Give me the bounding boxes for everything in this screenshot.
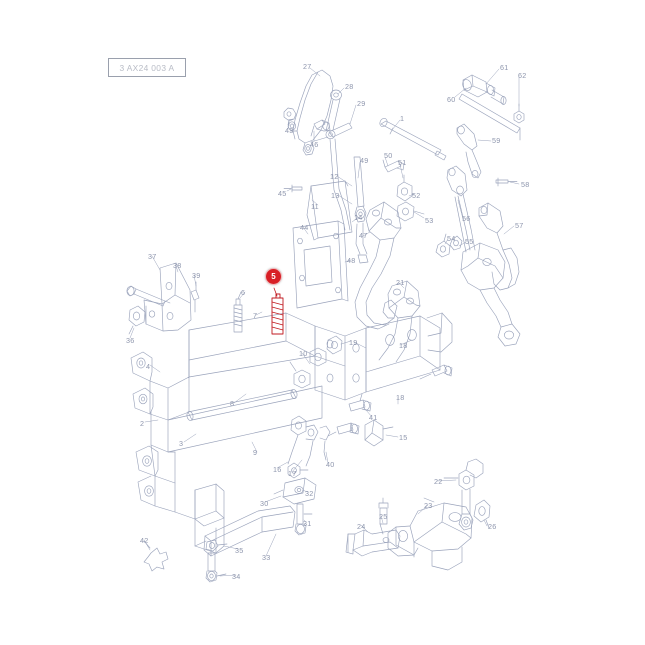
callout-number: 38	[173, 261, 182, 270]
callout-number: 3	[179, 439, 184, 448]
callout-number: 14	[354, 213, 363, 222]
fasteners-50-53	[382, 159, 425, 222]
callout-number: 30	[260, 499, 269, 508]
callout-number: 61	[500, 63, 509, 72]
callout-number: 59	[492, 136, 501, 145]
callout-number: 53	[425, 216, 434, 225]
upper-right-fitting	[458, 74, 525, 141]
callout-number: 52	[412, 191, 421, 200]
highlighted-part-5	[271, 293, 284, 335]
callout-number: 2	[140, 419, 145, 428]
callout-number: 17	[288, 469, 297, 478]
left-bracket-assembly	[126, 262, 200, 335]
bottom-right-assembly	[345, 458, 491, 571]
callout-number: 50	[384, 151, 393, 160]
center-lower-fasteners	[287, 335, 352, 467]
part-number-label-box: 3 AX24 003 A	[108, 58, 186, 77]
far-right-hook	[478, 202, 520, 291]
callout-number: 51	[398, 158, 407, 167]
bottom-drawbar	[143, 462, 317, 583]
callout-number: 37	[148, 252, 157, 261]
callout-number: 35	[235, 546, 244, 555]
callout-number: 1	[400, 114, 405, 123]
callout-number: 24	[357, 522, 366, 531]
callout-number: 60	[447, 95, 456, 104]
callout-number: 40	[326, 460, 335, 469]
callout-number: 34	[232, 572, 241, 581]
callout-number: 33	[262, 553, 271, 562]
callout-number: 22	[434, 477, 443, 486]
callout-number: 49	[360, 156, 369, 165]
center-plate-44	[292, 220, 349, 309]
callout-number: 55	[465, 237, 474, 246]
callout-number: 41	[369, 413, 378, 422]
callout-number: 4	[146, 362, 151, 371]
callout-number: 31	[303, 519, 312, 528]
callout-number: 39	[192, 271, 201, 280]
callout-number: 11	[311, 202, 319, 211]
callout-number: 23	[424, 501, 433, 510]
highlight-badge-number: 5	[271, 271, 276, 281]
callout-number: 42	[140, 536, 149, 545]
callout-number: 62	[518, 71, 527, 80]
upper-left-lever-assembly	[287, 69, 353, 231]
callout-number: 46	[310, 140, 319, 149]
callout-number: 56	[462, 214, 471, 223]
callout-number: 21	[396, 278, 405, 287]
leader-lines	[129, 67, 520, 577]
right-link-59	[456, 123, 482, 179]
callout-number: 54	[447, 234, 456, 243]
callout-number: 6	[241, 288, 246, 297]
callout-number: 32	[305, 489, 314, 498]
callout-number: 28	[345, 82, 354, 91]
callout-number: 29	[357, 99, 366, 108]
callout-number: 13	[331, 191, 340, 200]
rod-49	[353, 156, 369, 264]
callout-number: 19	[349, 338, 358, 347]
callout-number: 18	[396, 393, 405, 402]
right-frame-tower	[314, 280, 453, 447]
callout-number: 58	[521, 180, 530, 189]
part-number-text: 3 AX24 003 A	[119, 62, 175, 73]
callout-number: 57	[515, 221, 524, 230]
callout-number: 16	[273, 465, 282, 474]
callout-number: 12	[330, 172, 339, 181]
callout-number: 27	[303, 62, 312, 71]
callout-number: 44	[300, 223, 309, 232]
callout-number: 10	[299, 349, 308, 358]
callout-number: 9	[253, 448, 258, 457]
spring-part-6	[233, 291, 243, 333]
callout-number: 25	[379, 512, 388, 521]
callout-number: 36	[126, 336, 135, 345]
callout-number: 43	[285, 126, 294, 135]
callout-number: 18	[399, 341, 408, 350]
callout-number: 48	[347, 256, 356, 265]
callout-number: 45	[278, 189, 287, 198]
pin-58	[495, 177, 518, 187]
callout-number: 15	[399, 433, 408, 442]
highlight-badge-5[interactable]: 5	[265, 268, 282, 285]
callout-number: 8	[230, 399, 235, 408]
callout-number: 47	[359, 231, 368, 240]
callout-number: 26	[488, 522, 497, 531]
main-frame	[130, 312, 323, 554]
callout-number: 7	[253, 311, 258, 320]
right-lower-linkage	[435, 165, 521, 347]
hook-47-48	[354, 201, 402, 330]
small-parts-43-46-45	[283, 107, 331, 193]
